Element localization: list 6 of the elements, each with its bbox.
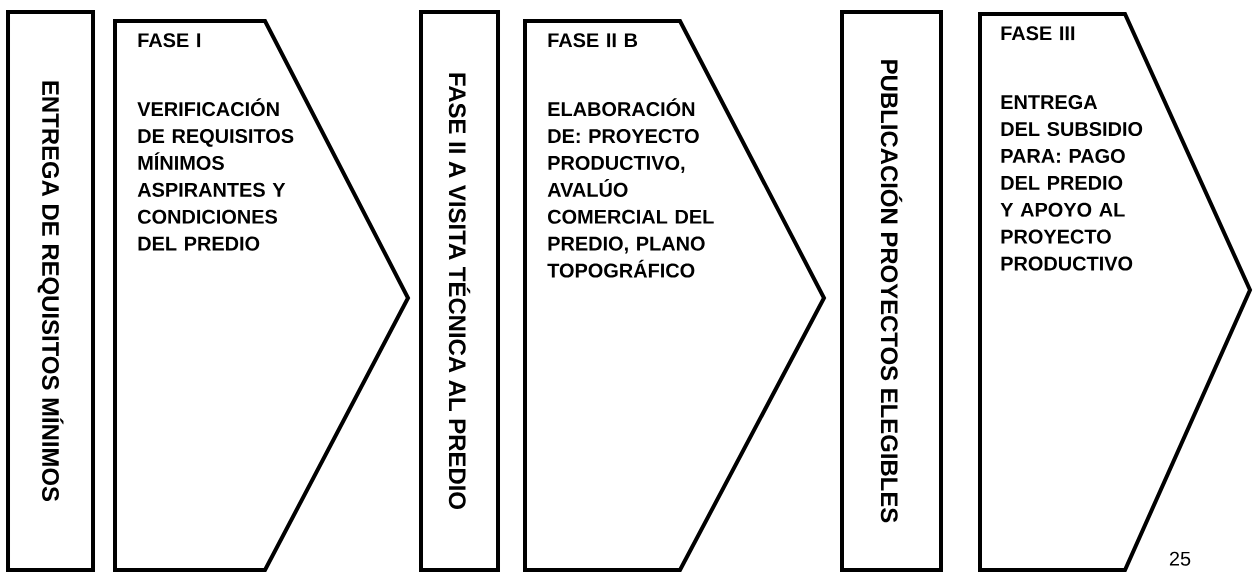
chevron-box: FASE II B ELABORACIÓN DE: PROYECTO PRODUCTIVO, AVALÚO COMERCIAL DEL PREDIO, PLANO TOPOGRÁFICO	[523, 19, 827, 572]
vertical-box: PUBLICACIÓN PROYECTOS ELEGIBLES	[840, 10, 943, 572]
page-number: 25	[1169, 551, 1191, 566]
vertical-box: ENTREGA DE REQUISITOS MÍNIMOS	[6, 10, 95, 572]
vertical-box: FASE II A VISITA TÉCNICA AL PREDIO	[419, 10, 500, 572]
chevron-box: FASE I VERIFICACIÓN DE REQUISITOS MÍNIMOS ASPIRANTES Y CONDICIONES DEL PREDIO	[113, 19, 411, 572]
